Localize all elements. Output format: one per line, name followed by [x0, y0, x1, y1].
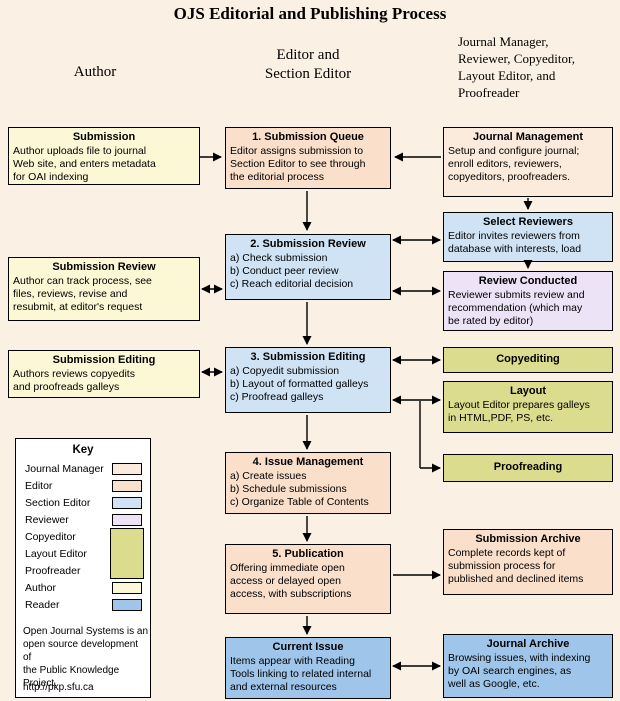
box-title: Proofreading [493, 461, 563, 474]
box-body: Editor invites reviewers from database w… [448, 230, 582, 255]
column-header-staff: Journal Manager, Reviewer, Copyeditor, L… [458, 34, 576, 100]
diagram-title: OJS Editorial and Publishing Process [173, 4, 447, 23]
box-title: Select Reviewers [483, 216, 573, 228]
box-title: Journal Management [472, 131, 584, 143]
box-submission-review-author: Submission Review Author can track proce… [8, 257, 200, 321]
box-submission: Submission Author uploads file to journa… [8, 127, 200, 185]
legend-label-journal-manager: Journal Manager [25, 463, 104, 475]
box-body: a) Check submission b) Conduct peer revi… [230, 252, 354, 290]
box-title: 5. Publication [272, 548, 344, 560]
legend-swatch-section-editor [112, 497, 142, 509]
box-body: Offering immediate open access or delaye… [230, 562, 352, 600]
box-body: Author can track process, see files, rev… [13, 275, 152, 313]
box-title: Submission Archive [475, 533, 581, 545]
legend-label-copyeditor: Copyeditor [25, 531, 76, 543]
box-title: Copyediting [496, 353, 560, 366]
pkp-url-text: http://pkp.sfu.ca [23, 682, 94, 693]
box-layout: Layout Layout Editor prepares galleys in… [443, 381, 613, 433]
box-title: Review Conducted [478, 275, 578, 287]
box-body: Complete records kept of submission proc… [448, 547, 584, 585]
ojs-description-text: Open Journal Systems is an open source d… [23, 626, 149, 689]
box-title: Current Issue [272, 641, 344, 653]
box-body: a) Create issues b) Schedule submissions… [230, 470, 369, 508]
box-title: 1. Submission Queue [252, 131, 364, 143]
box-journal-management: Journal Management Setup and configure j… [443, 127, 613, 197]
legend-swatch-editor [112, 480, 142, 492]
legend-swatch-copyeditor-layout-proofreader [110, 528, 144, 579]
box-title: 4. Issue Management [252, 456, 364, 468]
legend-label-proofreader: Proofreader [25, 565, 81, 577]
box-submission-review: 2. Submission Review a) Check submission… [225, 234, 391, 300]
box-issue-management: 4. Issue Management a) Create issues b) … [225, 452, 391, 514]
column-header-author: Author [73, 64, 117, 80]
box-submission-archive: Submission Archive Complete records kept… [443, 529, 613, 595]
box-title: Journal Archive [486, 638, 570, 650]
legend-label-section-editor: Section Editor [25, 497, 91, 509]
box-title: 3. Submission Editing [250, 351, 366, 363]
box-body: Reviewer submits review and recommendati… [448, 289, 585, 327]
legend-swatch-author [112, 582, 142, 594]
legend-swatch-journal-manager [112, 463, 142, 475]
box-submission-editing-author: Submission Editing Authors reviews copye… [8, 350, 200, 398]
legend-label-reader: Reader [25, 599, 60, 611]
box-body: Author uploads file to journal Web site,… [13, 145, 156, 183]
legend-key-box: Key Journal Manager Editor Section Edito… [15, 438, 151, 698]
box-body: a) Copyedit submission b) Layout of form… [230, 365, 369, 403]
box-submission-queue: 1. Submission Queue Editor assigns submi… [225, 127, 391, 189]
box-select-reviewers: Select Reviewers Editor invites reviewer… [443, 212, 613, 262]
box-body: Items appear with Reading Tools linking … [230, 655, 372, 693]
box-title: Submission [72, 131, 136, 143]
legend-swatch-reviewer [112, 514, 142, 526]
box-current-issue: Current Issue Items appear with Reading … [225, 637, 391, 699]
box-title: 2. Submission Review [250, 238, 366, 250]
box-submission-editing: 3. Submission Editing a) Copyedit submis… [225, 347, 391, 413]
column-header-editor-section-editor: Editor and Section Editor [264, 47, 352, 82]
box-title: Layout [509, 385, 547, 397]
legend-swatch-reader [112, 599, 142, 611]
legend-title: Key [72, 444, 94, 456]
legend-label-reviewer: Reviewer [25, 514, 69, 526]
legend-label-author: Author [25, 582, 56, 594]
box-body: Editor assigns submission to Section Edi… [230, 145, 366, 183]
legend-label-editor: Editor [25, 480, 53, 492]
box-proofreading: Proofreading [443, 454, 613, 482]
box-body: Layout Editor prepares galleys in HTML,P… [448, 399, 590, 424]
box-body: Browsing issues, with indexing by OAI se… [448, 652, 591, 690]
legend-label-layout-editor: Layout Editor [25, 548, 87, 560]
box-journal-archive: Journal Archive Browsing issues, with in… [443, 634, 613, 698]
box-body: Authors reviews copyedits and proofreads… [13, 368, 135, 393]
box-title: Submission Editing [52, 354, 156, 366]
box-title: Submission Review [52, 261, 156, 273]
box-body: Setup and configure journal; enroll edit… [448, 145, 580, 183]
box-review-conducted: Review Conducted Reviewer submits review… [443, 271, 613, 331]
box-copyediting: Copyediting [443, 347, 613, 373]
box-publication: 5. Publication Offering immediate open a… [225, 544, 391, 614]
